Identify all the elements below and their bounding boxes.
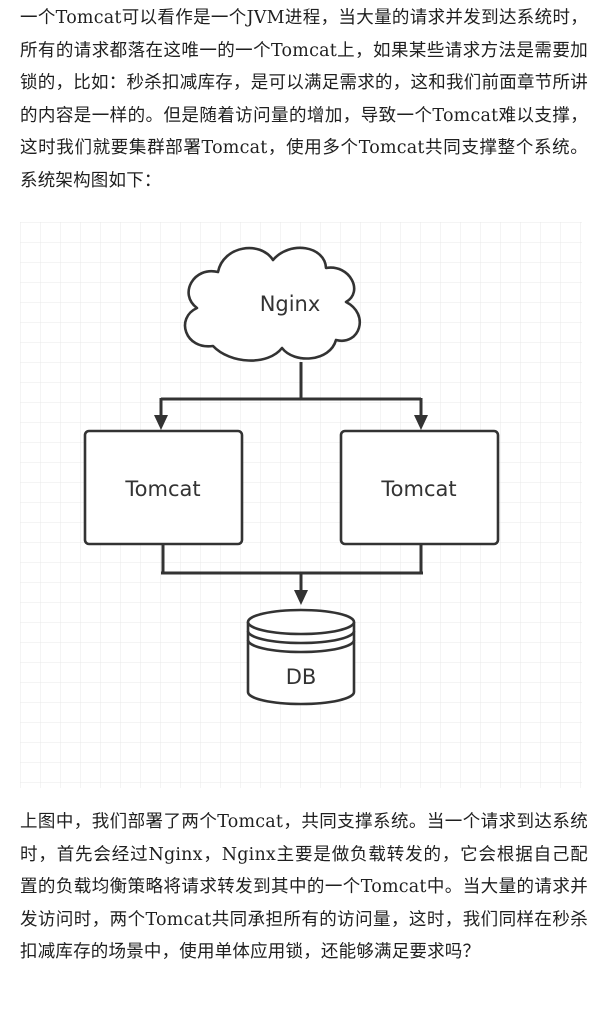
db-node: DB [246, 608, 356, 706]
explanation-paragraph: 上图中，我们部署了两个Tomcat，共同支撑系统。当一个请求到达系统时，首先会经… [20, 812, 588, 963]
db-cylinder-top [246, 608, 356, 636]
nginx-to-tomcats-connector [159, 362, 423, 416]
db-cylinder-ring-2 [246, 639, 356, 654]
nginx-node: Nginx [183, 246, 362, 362]
tomcats-to-db-connector [161, 544, 423, 591]
architecture-diagram: Nginx Tomcat Tomcat [20, 222, 582, 788]
nginx-cloud-shape [183, 246, 362, 362]
tomcat-left-label: Tomcat [124, 477, 200, 501]
tomcat-right-label: Tomcat [380, 477, 456, 501]
nginx-label: Nginx [260, 292, 321, 316]
db-label: DB [286, 665, 317, 689]
db-cylinder-ring-1 [246, 630, 356, 645]
intro-paragraph: 一个Tomcat可以看作是一个JVM进程，当大量的请求并发到达系统时，所有的请求… [20, 8, 588, 191]
tomcat-right-node: Tomcat [339, 429, 500, 546]
arrowhead-right-tomcat [414, 415, 428, 430]
tomcat-left-node: Tomcat [83, 429, 244, 546]
arrowhead-left-tomcat [154, 415, 168, 430]
arrowhead-db [294, 590, 308, 605]
